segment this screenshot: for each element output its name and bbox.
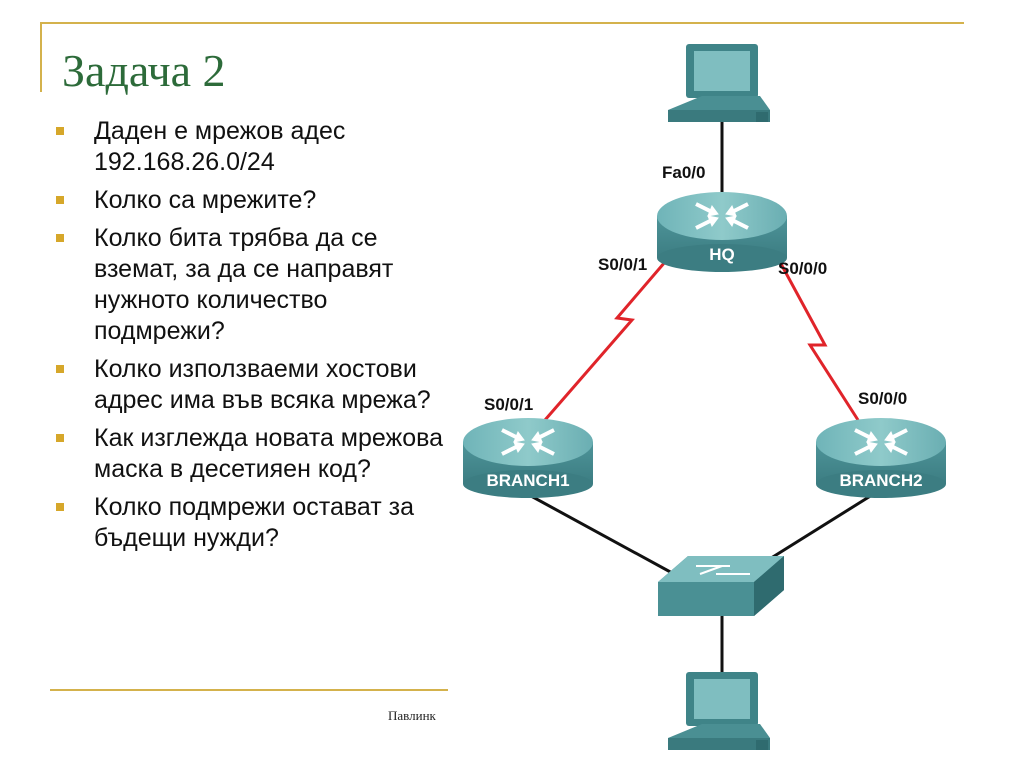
pc-bottom-icon xyxy=(668,672,770,750)
slide-title: Задача 2 xyxy=(62,45,226,96)
bullet-item: Колко бита трябва да се вземат, за да се… xyxy=(54,223,454,347)
square-bullet-icon xyxy=(56,127,64,135)
bullet-text: Колко използваеми хостови адрес има във … xyxy=(94,355,431,414)
link-branch2-switch xyxy=(759,488,881,567)
router-hq-label: HQ xyxy=(709,245,735,264)
label-hq-s0-0-1: S0/0/1 xyxy=(598,255,647,274)
bullet-item: Колко подмрежи остават за бъдещи нужди? xyxy=(54,492,454,554)
square-bullet-icon xyxy=(56,434,64,442)
bullet-item: Даден е мрежов адес 192.168.26.0/24 xyxy=(54,116,454,178)
bullet-text: Колко са мрежите? xyxy=(94,186,317,214)
square-bullet-icon xyxy=(56,503,64,511)
router-branch2-label: BRANCH2 xyxy=(839,471,922,490)
bullet-list: Даден е мрежов адес 192.168.26.0/24 Колк… xyxy=(54,116,454,561)
bullet-item: Колко използваеми хостови адрес има във … xyxy=(54,354,454,416)
label-hq-fa0-0: Fa0/0 xyxy=(662,163,705,182)
switch-icon xyxy=(658,556,784,616)
serial-link-hq-branch2 xyxy=(778,261,860,421)
router-branch1-icon xyxy=(463,418,593,498)
footer-text: Павлинк xyxy=(388,708,436,723)
bullet-text: Даден е мрежов адес 192.168.26.0/24 xyxy=(94,117,346,176)
bullet-item: Колко са мрежите? xyxy=(54,185,454,216)
square-bullet-icon xyxy=(56,234,64,242)
router-branch1-label: BRANCH1 xyxy=(486,471,569,490)
bullet-text: Как изглежда новата мрежова маска в десе… xyxy=(94,424,444,483)
label-branch1-s0-0-1: S0/0/1 xyxy=(484,395,533,414)
router-branch2-icon xyxy=(816,418,946,498)
serial-link-hq-branch1 xyxy=(543,261,667,421)
bullet-text: Колко бита трябва да се вземат, за да се… xyxy=(94,224,394,345)
bullet-item: Как изглежда новата мрежова маска в десе… xyxy=(54,423,454,485)
square-bullet-icon xyxy=(56,196,64,204)
label-hq-s0-0-0: S0/0/0 xyxy=(778,259,827,278)
link-branch1-switch xyxy=(519,488,686,582)
bottom-rule xyxy=(50,689,448,691)
bullet-text: Колко подмрежи остават за бъдещи нужди? xyxy=(94,493,414,552)
pc-top-icon xyxy=(668,44,770,122)
square-bullet-icon xyxy=(56,365,64,373)
label-branch2-s0-0-0: S0/0/0 xyxy=(858,389,907,408)
router-hq-icon xyxy=(657,192,787,272)
left-rule xyxy=(40,22,42,92)
top-rule xyxy=(40,22,964,24)
